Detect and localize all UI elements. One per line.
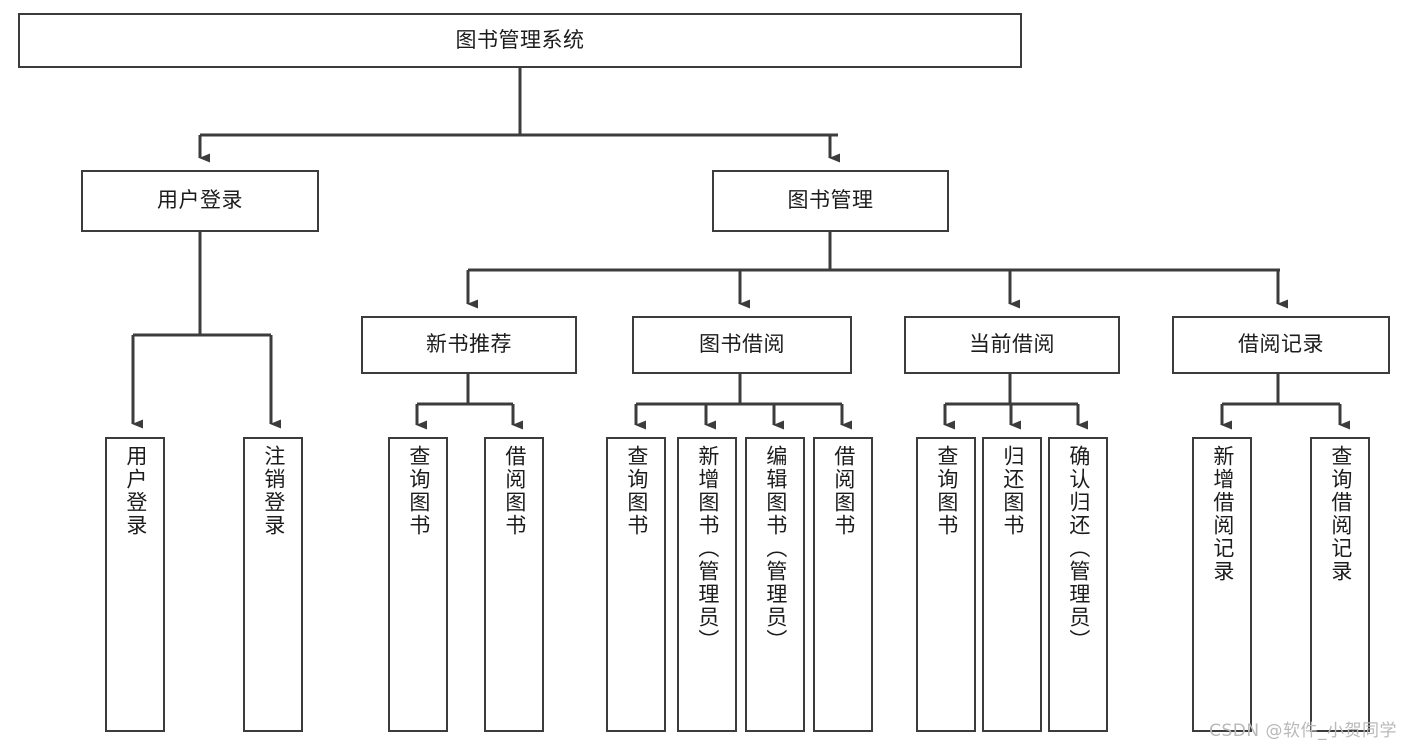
- leaf-logout-label: 注销登录: [261, 445, 286, 537]
- node-user-login[interactable]: 用户登录: [81, 170, 319, 232]
- leaf-edit-book-admin-label: 编辑图书（管理员）: [763, 445, 788, 652]
- leaf-return-book-label: 归还图书: [1000, 445, 1025, 537]
- leaf-query-book-borrow[interactable]: 查询图书: [606, 437, 666, 732]
- leaf-confirm-return-admin[interactable]: 确认归还（管理员）: [1048, 437, 1108, 732]
- leaf-query-book-recommend-label: 查询图书: [406, 445, 431, 537]
- node-user-login-label: 用户登录: [157, 188, 243, 213]
- leaf-query-book-current-label: 查询图书: [934, 445, 959, 537]
- leaf-add-borrow-record[interactable]: 新增借阅记录: [1192, 437, 1252, 732]
- leaf-add-borrow-record-label: 新增借阅记录: [1210, 445, 1235, 583]
- node-current-borrow-label: 当前借阅: [969, 332, 1055, 357]
- node-current-borrow[interactable]: 当前借阅: [904, 316, 1120, 374]
- node-book-borrow[interactable]: 图书借阅: [632, 316, 852, 374]
- node-root[interactable]: 图书管理系统: [18, 13, 1022, 68]
- leaf-borrow-book-recommend-label: 借阅图书: [502, 445, 527, 537]
- leaf-borrow-book[interactable]: 借阅图书: [813, 437, 873, 732]
- leaf-logout[interactable]: 注销登录: [243, 437, 303, 732]
- node-borrow-record[interactable]: 借阅记录: [1172, 316, 1390, 374]
- leaf-query-book-borrow-label: 查询图书: [624, 445, 649, 537]
- leaf-query-book-current[interactable]: 查询图书: [916, 437, 976, 732]
- node-book-management-label: 图书管理: [787, 188, 874, 213]
- node-book-borrow-label: 图书借阅: [699, 332, 785, 357]
- leaf-query-borrow-record[interactable]: 查询借阅记录: [1310, 437, 1370, 732]
- leaf-user-login[interactable]: 用户登录: [105, 437, 165, 732]
- leaf-add-book-admin-label: 新增图书（管理员）: [695, 445, 720, 652]
- leaf-edit-book-admin[interactable]: 编辑图书（管理员）: [745, 437, 805, 732]
- leaf-user-login-label: 用户登录: [123, 445, 148, 537]
- node-borrow-record-label: 借阅记录: [1238, 332, 1324, 357]
- node-new-book-recommend[interactable]: 新书推荐: [361, 316, 577, 374]
- leaf-borrow-book-recommend[interactable]: 借阅图书: [484, 437, 544, 732]
- leaf-query-book-recommend[interactable]: 查询图书: [388, 437, 448, 732]
- leaf-add-book-admin[interactable]: 新增图书（管理员）: [677, 437, 737, 732]
- leaf-return-book[interactable]: 归还图书: [982, 437, 1042, 732]
- node-new-book-recommend-label: 新书推荐: [426, 332, 512, 357]
- node-book-management[interactable]: 图书管理: [712, 170, 949, 232]
- node-root-label: 图书管理系统: [455, 27, 585, 52]
- leaf-confirm-return-admin-label: 确认归还（管理员）: [1066, 445, 1091, 652]
- leaf-borrow-book-label: 借阅图书: [831, 445, 856, 537]
- leaf-query-borrow-record-label: 查询借阅记录: [1328, 445, 1353, 583]
